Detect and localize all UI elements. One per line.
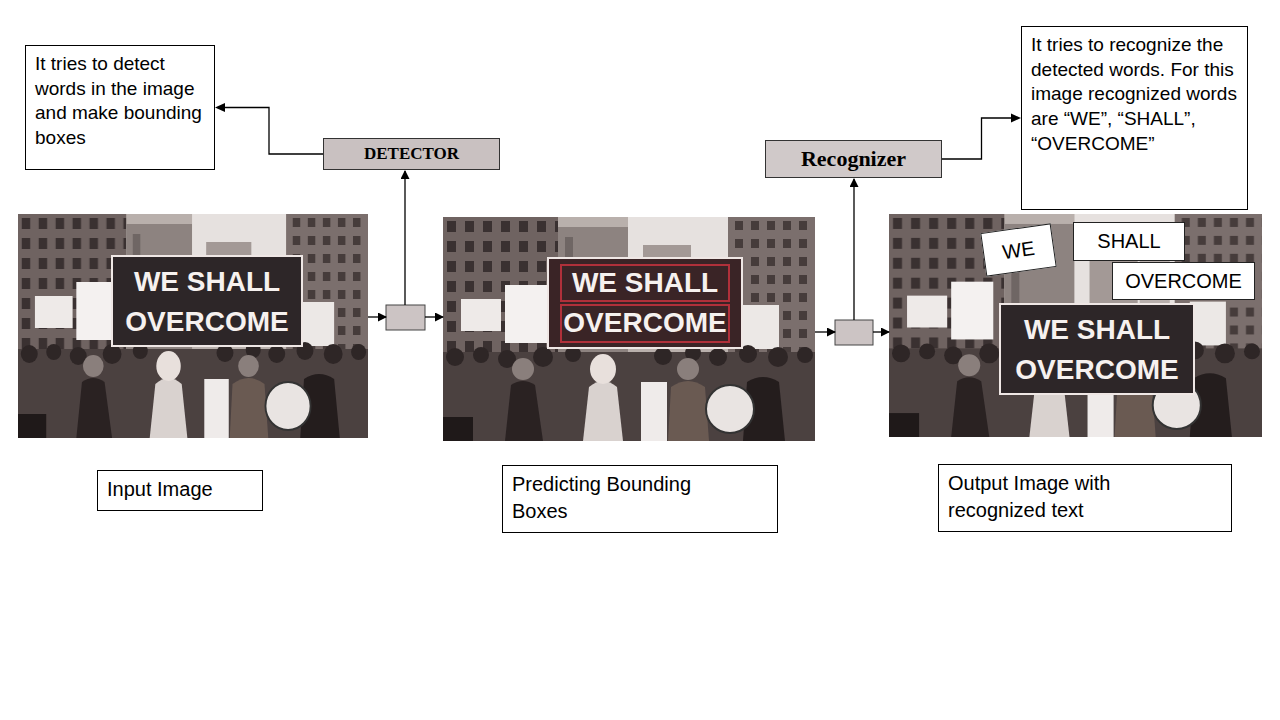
sign-board xyxy=(1000,304,1194,394)
node-text: SHALL xyxy=(1097,230,1160,253)
sign-board xyxy=(112,256,302,346)
node-text: Output Image with recognized text xyxy=(948,470,1208,524)
sign-text: WE SHALL OVERCOME xyxy=(1012,310,1182,390)
arrow-head xyxy=(1011,114,1021,123)
connector-line xyxy=(225,108,323,155)
recognizer-box: Recognizer xyxy=(765,140,942,178)
sign-board xyxy=(548,258,742,348)
node-text: It tries to detect words in the image an… xyxy=(35,52,205,151)
connector-line xyxy=(942,118,1011,159)
node-text: Recognizer xyxy=(801,146,906,172)
word-box: WE xyxy=(980,223,1056,276)
step-box xyxy=(835,320,873,345)
callout-box: It tries to detect words in the image an… xyxy=(25,45,215,170)
node-text: Input Image xyxy=(107,476,253,503)
connector-arrow xyxy=(215,103,323,154)
protest-photo xyxy=(18,214,368,438)
caption-box: Output Image with recognized text xyxy=(938,464,1232,532)
callout-box: It tries to recognize the detected words… xyxy=(1021,26,1248,210)
caption-box: Input Image xyxy=(97,470,263,511)
word-box: OVERCOME xyxy=(1112,262,1255,300)
node-text: Predicting Bounding Boxes xyxy=(512,471,742,525)
node-text: OVERCOME xyxy=(1125,270,1242,293)
word-box: SHALL xyxy=(1073,222,1185,261)
node-text: WE xyxy=(1001,236,1036,263)
node-text: DETECTOR xyxy=(364,144,459,164)
step-box xyxy=(386,305,425,330)
sign-text: WE SHALL OVERCOME xyxy=(560,263,730,343)
protest-photo xyxy=(889,214,1262,437)
connector-arrow xyxy=(942,114,1021,160)
arrow-head xyxy=(215,103,225,112)
protest-photo xyxy=(443,217,815,441)
node-text: It tries to recognize the detected words… xyxy=(1031,33,1238,156)
detector-box: DETECTOR xyxy=(323,138,500,170)
caption-box: Predicting Bounding Boxes xyxy=(502,465,778,533)
sign-text: WE SHALL OVERCOME xyxy=(122,262,292,342)
